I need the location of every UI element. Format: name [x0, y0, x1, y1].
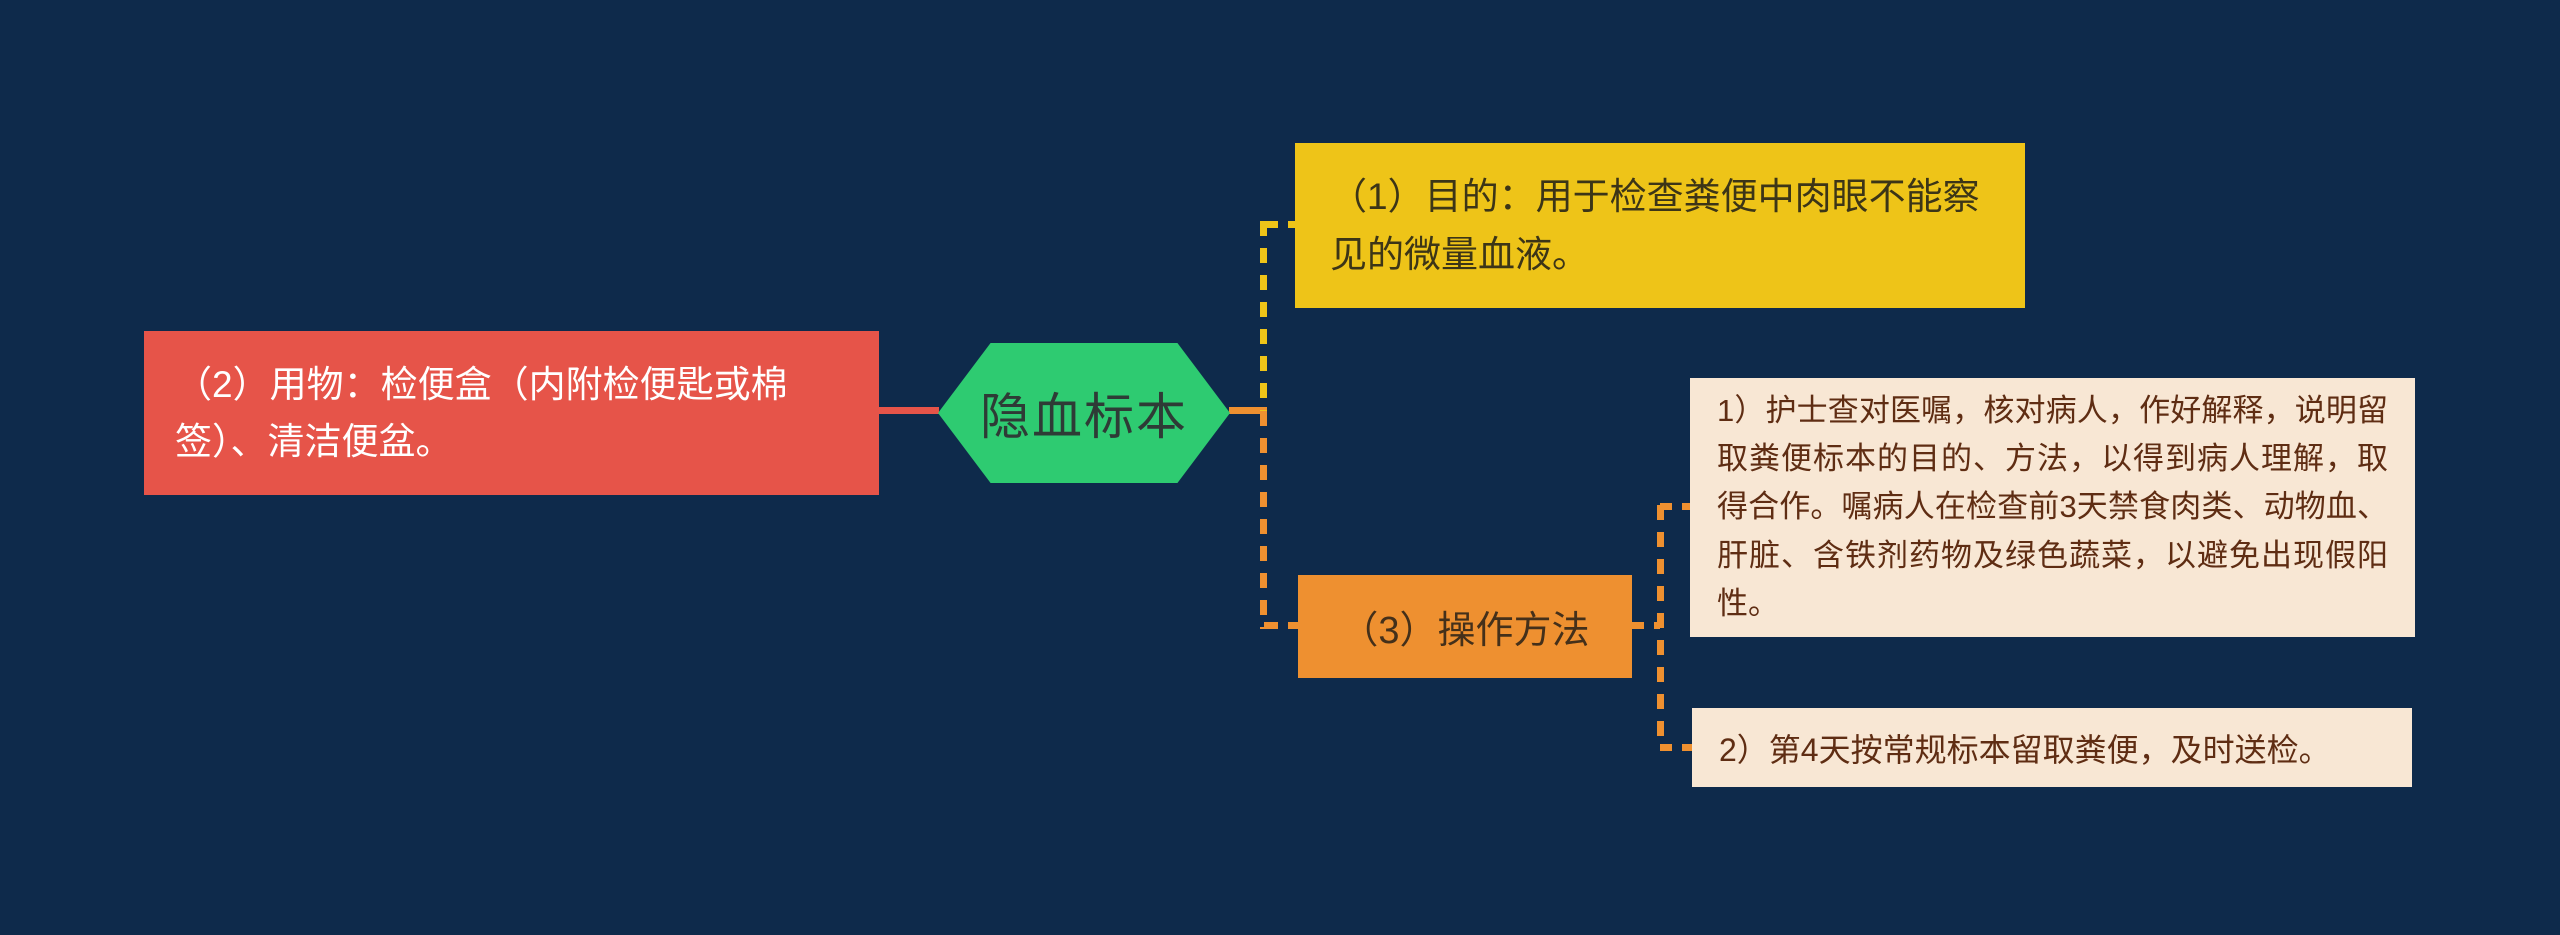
- connector-root-purpose-vertical: [1260, 221, 1267, 411]
- node-method-label: （3）操作方法: [1340, 610, 1590, 652]
- node-supplies-label: （2）用物：检便盒（内附检便匙或棉签）、清洁便盆。: [175, 363, 788, 462]
- node-method-step2-label: 2）第4天按常规标本留取粪便，及时送检。: [1719, 731, 2331, 768]
- node-method-step1[interactable]: 1）护士查对医嘱，核对病人，作好解释，说明留取粪便标本的目的、方法，以得到病人理…: [1690, 378, 2415, 637]
- connector-root-method-vertical: [1260, 411, 1267, 629]
- node-method-step2[interactable]: 2）第4天按常规标本留取粪便，及时送检。: [1692, 708, 2412, 787]
- node-root-label: 隐血标本: [980, 389, 1188, 445]
- node-purpose[interactable]: （1）目的：用于检查粪便中肉眼不能察见的微量血液。: [1295, 143, 2025, 308]
- node-supplies[interactable]: （2）用物：检便盒（内附检便匙或棉签）、清洁便盆。: [144, 331, 879, 495]
- node-method[interactable]: （3）操作方法: [1298, 575, 1632, 678]
- connector-supplies-root: [879, 407, 939, 414]
- connector-method-step1: [1660, 503, 1691, 510]
- connector-root-purpose-horizontal: [1264, 221, 1296, 228]
- connector-root-stub: [1229, 407, 1267, 414]
- connector-root-method-horizontal: [1264, 622, 1299, 629]
- connector-method-children-vertical: [1657, 505, 1664, 748]
- node-purpose-label: （1）目的：用于检查粪便中肉眼不能察见的微量血液。: [1330, 176, 1980, 275]
- node-root[interactable]: 隐血标本: [938, 343, 1230, 483]
- connector-method-step2: [1660, 744, 1693, 751]
- node-method-step1-label: 1）护士查对医嘱，核对病人，作好解释，说明留取粪便标本的目的、方法，以得到病人理…: [1717, 393, 2388, 621]
- connector-method-stub: [1632, 622, 1660, 629]
